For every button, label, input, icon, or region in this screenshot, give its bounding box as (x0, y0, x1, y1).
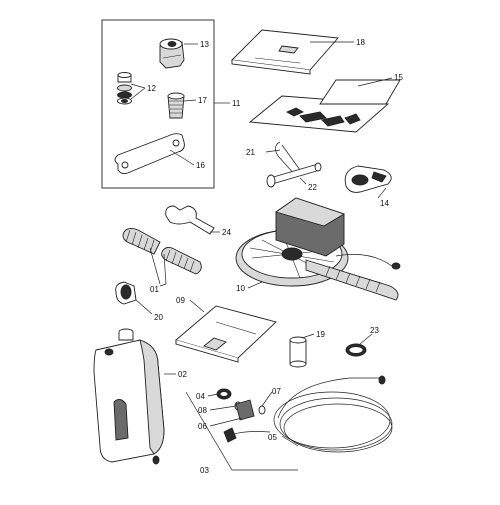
part-04-clamp (216, 388, 232, 400)
part-03-line (185, 391, 298, 471)
part-05-coiled-hose (223, 375, 393, 453)
callout-03: 03 (200, 466, 209, 475)
callout-18: 18 (356, 38, 365, 47)
callout-04: 04 (196, 392, 205, 401)
callout-11: 11 (232, 99, 241, 108)
callout-10: 10 (236, 284, 245, 293)
callout-13: 13 (200, 40, 209, 49)
callout-15: 15 (394, 73, 403, 82)
callout-22: 22 (308, 183, 317, 192)
part-06-elbow-fitting (235, 399, 255, 421)
callout-16: 16 (196, 161, 205, 170)
part-20-cap (115, 281, 137, 305)
kit-box-frame (101, 19, 215, 189)
part-22-clevis-pin (266, 162, 322, 188)
callout-21: 21 (246, 148, 255, 157)
part-17-filter (167, 92, 185, 119)
part-24-wrench (165, 205, 215, 235)
leader-lines (130, 41, 393, 447)
callout-24: 24 (222, 228, 231, 237)
part-18-manual (231, 29, 339, 75)
callout-06: 06 (198, 422, 207, 431)
callout-17: 17 (198, 96, 207, 105)
part-15-sticker-sheet (248, 79, 401, 133)
part-23-hose-clamp (345, 343, 367, 357)
callout-05: 05 (268, 433, 277, 442)
part-21-pin-clip (275, 141, 301, 177)
callout-12: 12 (147, 84, 156, 93)
callout-23: 23 (370, 326, 379, 335)
part-07-o-ring (258, 405, 266, 415)
callout-19: 19 (316, 330, 325, 339)
part-14-clip (344, 165, 392, 193)
part-12-fitting (117, 72, 132, 105)
part-01-corrugated-hoses (122, 227, 202, 275)
callout-09: 09 (176, 296, 185, 305)
part-16-key-plate (114, 133, 185, 175)
part-02-tank (93, 328, 165, 465)
callout-20: 20 (154, 313, 163, 322)
part-19-sleeve (289, 336, 307, 368)
part-10-spray-unit (235, 197, 401, 301)
callout-01: 01 (150, 285, 159, 294)
callout-14: 14 (380, 199, 389, 208)
callout-02: 02 (178, 370, 187, 379)
callout-07: 07 (272, 387, 281, 396)
callout-08: 08 (198, 406, 207, 415)
part-13-cap (159, 38, 185, 69)
part-09-booklet (175, 305, 277, 363)
